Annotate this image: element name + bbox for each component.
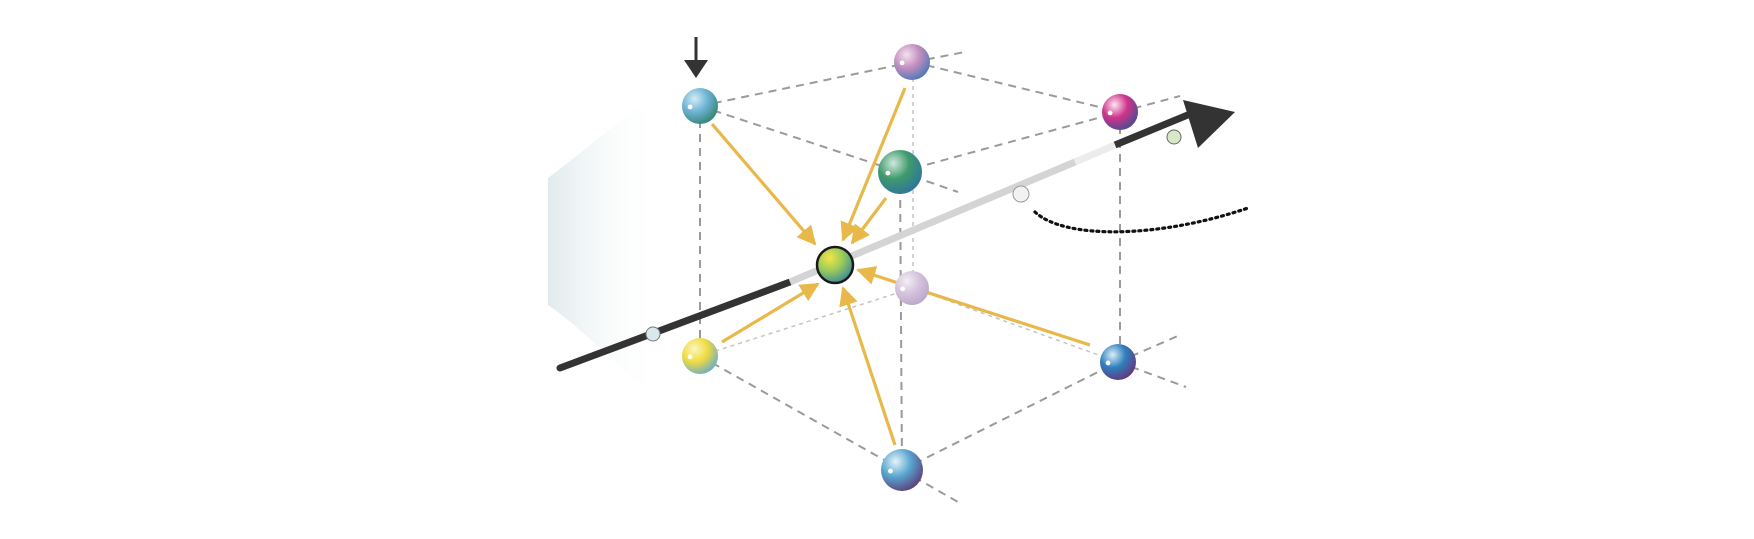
node-spheres (682, 44, 1138, 491)
cube-edge (1117, 361, 1187, 388)
sphere-top-front-right (1102, 94, 1138, 130)
dotted-arc-icon (1033, 206, 1250, 234)
cube-edge (901, 361, 1119, 471)
sphere-bottom-back-right (895, 271, 929, 305)
cube-edge (699, 355, 903, 471)
sphere-highlight (687, 104, 693, 110)
interp-arrow (839, 286, 897, 446)
interp-arrow (710, 122, 817, 246)
axis-dark-left (556, 278, 794, 372)
sphere-top-center (878, 150, 922, 194)
cube-edge (912, 61, 1121, 113)
sphere-bottom-front (881, 449, 923, 491)
sphere-highlight (687, 354, 693, 360)
hidden-edge (699, 287, 914, 357)
cube-edge (1117, 334, 1181, 363)
sphere-top-back-right (894, 44, 930, 80)
axis-marker (1166, 129, 1182, 145)
target-sphere (815, 245, 855, 285)
axis-dark-right (1113, 108, 1197, 149)
interp-arrow (721, 282, 820, 344)
axis-marker (645, 326, 661, 342)
cube-frame (699, 51, 1187, 503)
interp-arrow (856, 266, 1091, 347)
axis-fade (1073, 141, 1117, 166)
down-arrow-icon (684, 37, 708, 78)
sphere-highlight (885, 170, 891, 176)
sphere-highlight (1107, 110, 1113, 116)
interpolation-arrows (710, 87, 1091, 446)
cube-edge (901, 469, 959, 503)
fan-shading (548, 92, 660, 400)
sphere-highlight (900, 286, 906, 292)
sphere-highlight (1105, 360, 1111, 366)
axis-marker (1012, 185, 1030, 203)
cube-edge (899, 171, 959, 193)
sphere-bottom-back-left (682, 338, 718, 374)
cube-edge (699, 105, 901, 173)
sphere-top-back-left (682, 88, 718, 124)
target-sphere-circle (815, 245, 855, 285)
interp-arrow (840, 87, 907, 242)
sphere-bottom-front-right (1100, 344, 1136, 380)
interp-arrow (850, 197, 888, 245)
sphere-highlight (888, 468, 893, 474)
cube-edge (1119, 95, 1181, 113)
cube-edge (912, 51, 966, 63)
axis (556, 100, 1235, 372)
arrowhead-icon (1183, 100, 1235, 148)
sphere-highlight (899, 60, 905, 66)
cube-edge (899, 171, 903, 471)
cube-edge (899, 111, 1121, 173)
axis-markers (645, 129, 1182, 342)
cube-edge (699, 61, 914, 107)
